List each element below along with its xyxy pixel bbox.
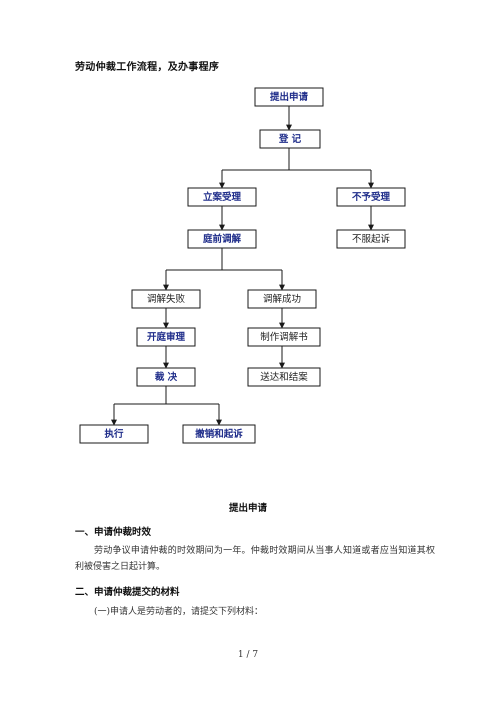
flow-node-label: 登 记	[278, 133, 302, 145]
flow-node-box	[187, 187, 257, 207]
flow-node-label: 撤销和起诉	[195, 428, 243, 440]
flow-node-label: 开庭审理	[147, 331, 186, 343]
edge-register-branch	[222, 148, 371, 171]
edge-ruling-branch	[114, 386, 219, 405]
flow-node-withdraw: 撤销和起诉	[182, 424, 256, 444]
flow-node-apply: 提出申请	[254, 87, 324, 107]
flow-node-delivery: 送达和结案	[247, 367, 321, 387]
flow-node-label: 送达和结案	[260, 371, 308, 383]
flow-node-label: 调解成功	[263, 293, 301, 305]
flow-node-box	[136, 367, 196, 387]
flow-node-trial: 开庭审理	[136, 327, 196, 347]
flow-node-accept: 立案受理	[187, 187, 257, 207]
flow-node-mediation-fail: 调解失败	[131, 289, 201, 309]
section-heading: 提出申请	[228, 503, 267, 514]
flow-node-mediation-success: 调解成功	[247, 289, 317, 309]
flow-node-reject: 不予受理	[336, 187, 406, 207]
flow-node-label: 不予受理	[352, 191, 391, 203]
flow-node-box	[259, 129, 321, 149]
flow-node-label: 调解失败	[147, 293, 186, 305]
document-title: 劳动仲裁工作流程，及办事程序	[75, 62, 220, 73]
flow-node-box	[182, 424, 256, 444]
flow-node-dissatisfied: 不服起诉	[336, 229, 406, 249]
paragraph-required-materials: (一)申请人是劳动者的，请提交下列材料：	[94, 607, 264, 617]
flow-node-box	[247, 327, 321, 347]
flow-node-box	[254, 87, 324, 107]
flow-node-label: 不服起诉	[352, 233, 391, 245]
flow-node-box	[336, 229, 406, 249]
flow-node-box	[336, 187, 406, 207]
flow-node-register: 登 记	[259, 129, 321, 149]
flow-node-box	[131, 289, 201, 309]
flow-node-label: 制作调解书	[260, 331, 308, 343]
flow-node-box	[136, 327, 196, 347]
subheading-arbitration-time-limit: 一、申请仲裁时效	[75, 527, 152, 538]
flow-node-execute: 执行	[79, 424, 149, 444]
flowchart-connectors	[111, 106, 374, 426]
flow-node-label: 执行	[104, 428, 124, 440]
flow-node-label: 提出申请	[270, 91, 309, 103]
flow-node-box	[247, 367, 321, 387]
flow-node-label: 立案受理	[203, 191, 242, 203]
flow-node-box	[187, 229, 257, 249]
flow-node-box	[79, 424, 149, 444]
edge-pretrial-branch	[166, 248, 282, 271]
flow-node-box	[247, 289, 317, 309]
flow-node-mediation-doc: 制作调解书	[247, 327, 321, 347]
flow-node-label: 庭前调解	[203, 233, 242, 245]
subheading-required-materials: 二、申请仲裁提交的材料	[75, 587, 180, 598]
page-number: 1 / 7	[237, 650, 259, 660]
flow-node-ruling: 裁 决	[136, 367, 196, 387]
flow-node-pretrial: 庭前调解	[187, 229, 257, 249]
flow-node-label: 裁 决	[155, 371, 178, 383]
paragraph-arbitration-time-limit: 劳动争议申请仲裁的时效期间为一年。仲裁时效期间从当事人知道或者应当知道其权利被侵…	[75, 546, 435, 572]
